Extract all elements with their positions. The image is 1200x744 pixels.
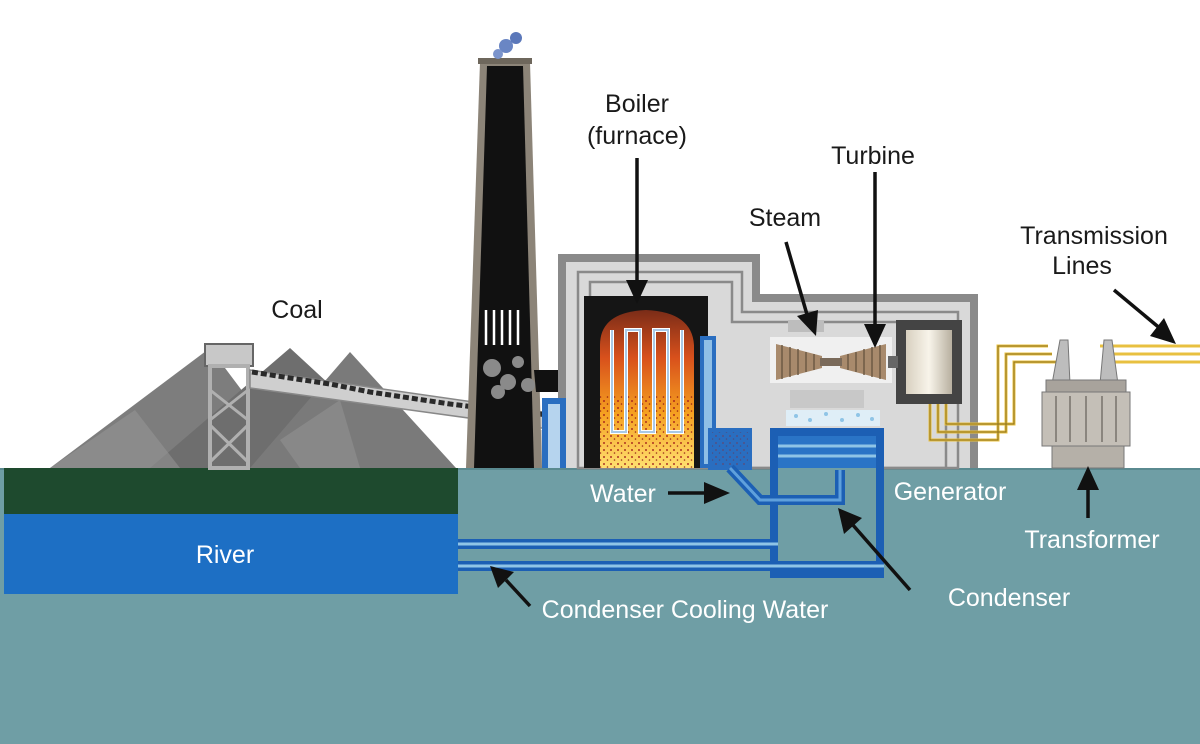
turbine <box>770 320 892 426</box>
generator <box>888 320 962 404</box>
label-steam: Steam <box>749 204 821 232</box>
label-water: Water <box>590 480 656 508</box>
label-transmission-line2: Lines <box>1052 252 1112 280</box>
coal-piles <box>50 348 456 468</box>
water-pipes <box>458 464 884 571</box>
label-river: River <box>196 541 254 569</box>
boiler <box>542 296 716 468</box>
smokestack <box>466 58 585 468</box>
label-coal: Coal <box>271 296 322 324</box>
transformer <box>1041 339 1131 469</box>
label-condenser-cooling-water: Condenser Cooling Water <box>542 596 829 624</box>
power-wires <box>928 344 1200 442</box>
river-area <box>4 468 458 594</box>
condenser <box>708 428 884 578</box>
label-condenser: Condenser <box>948 584 1070 612</box>
smoke-puff <box>493 32 522 59</box>
labels: Boiler (furnace) Turbine Steam Transmiss… <box>196 90 1168 624</box>
label-boiler-line2: (furnace) <box>587 122 687 150</box>
label-generator: Generator <box>894 478 1007 506</box>
label-transformer: Transformer <box>1024 526 1159 554</box>
label-transmission-line1: Transmission <box>1020 222 1168 250</box>
arrows <box>490 158 1176 608</box>
label-boiler-line1: Boiler <box>605 90 669 118</box>
label-turbine: Turbine <box>831 142 915 170</box>
